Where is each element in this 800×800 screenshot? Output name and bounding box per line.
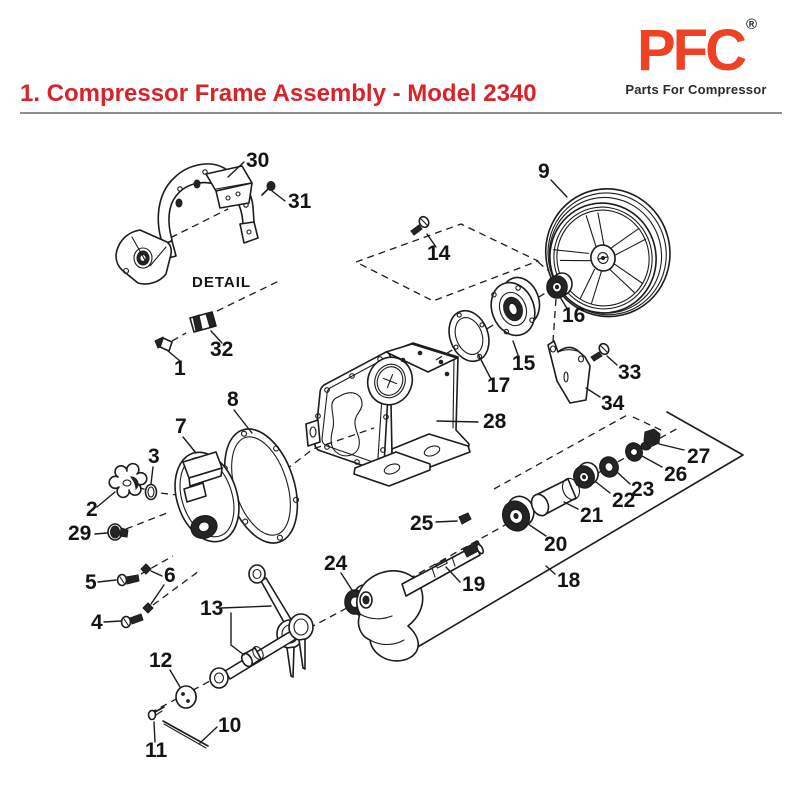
part-labels: 1 2 3 4 5 6 7 8 9 10 11 12 13 14 15 16 1… (68, 149, 710, 762)
part-label-7: 7 (175, 415, 187, 438)
registered-trademark-icon: ® (745, 16, 758, 33)
oil-dipper-rod-10 (162, 720, 209, 749)
fitting-32 (189, 311, 217, 333)
part-label-12: 12 (149, 649, 172, 672)
part-label-24: 24 (324, 552, 348, 575)
part-label-2: 2 (86, 498, 98, 521)
crankshaft-shaft (401, 544, 481, 597)
crankcase-part-28 (305, 342, 471, 487)
screw-4 (120, 613, 144, 629)
part-label-29: 29 (68, 522, 91, 545)
detail-caption: DETAIL (192, 274, 251, 291)
mount-foot-left (353, 451, 431, 487)
part-label-6: 6 (164, 564, 176, 587)
guard-bracket-34 (547, 340, 591, 404)
part-label-10: 10 (218, 714, 241, 737)
part-label-17: 17 (487, 374, 510, 397)
flywheel (544, 187, 671, 318)
belt-guard-detail (115, 163, 276, 285)
o-ring-3 (144, 483, 158, 501)
screw-33 (590, 342, 610, 362)
flywheel-spokes (552, 212, 647, 304)
knob-2 (108, 462, 148, 499)
sight-glass (190, 514, 218, 540)
part-label-27: 27 (687, 445, 710, 468)
screw-14 (410, 215, 430, 236)
part-label-22: 22 (612, 489, 635, 512)
part-label-14: 14 (427, 242, 451, 265)
bearing-20 (501, 495, 535, 532)
pfc-logo-tagline: Parts For Compressor (625, 82, 767, 97)
part-label-21: 21 (580, 504, 604, 527)
part-label-11: 11 (145, 739, 168, 762)
spacer-21 (530, 477, 581, 517)
oil-dipper-blade-b (298, 638, 306, 670)
bearing-flange-15 (490, 276, 541, 337)
bearing-plate-7 (174, 451, 240, 543)
part-label-9: 9 (538, 160, 550, 183)
part-label-30: 30 (246, 149, 269, 172)
pfc-logo: PFC® Parts For Compressor (606, 16, 786, 97)
cylinder-bore (366, 356, 414, 406)
part-label-16: 16 (562, 304, 585, 327)
part-label-26: 26 (664, 463, 687, 486)
bearing-22 (573, 461, 599, 489)
part-label-13: 13 (200, 597, 223, 620)
leader-lines (94, 161, 685, 744)
part-label-8: 8 (227, 388, 239, 411)
part-label-1: 1 (174, 357, 186, 380)
nut-6a (140, 563, 152, 575)
part-label-20: 20 (544, 533, 567, 556)
gasket-17 (448, 309, 490, 363)
woodruff-key-25 (458, 512, 472, 525)
screw-5 (116, 573, 140, 587)
part-label-18: 18 (557, 569, 581, 592)
part-label-32: 32 (210, 338, 233, 361)
plug-1 (154, 336, 173, 352)
connecting-rod-b (209, 613, 314, 689)
page-header: 1. Compressor Frame Assembly - Model 234… (0, 0, 800, 130)
header-divider (20, 112, 782, 114)
part-label-3: 3 (148, 445, 160, 468)
plug-29 (107, 523, 129, 541)
screw-11 (147, 706, 165, 721)
part-label-34: 34 (601, 392, 625, 415)
nut-27 (640, 428, 661, 451)
screw-31 (261, 181, 276, 196)
part-label-23: 23 (631, 478, 654, 501)
crankshaft-19 (356, 540, 484, 662)
part-label-5: 5 (85, 571, 97, 594)
part-label-31: 31 (288, 190, 312, 213)
washer-26 (625, 442, 643, 462)
bearing-16 (546, 272, 573, 299)
wrist-pin-sleeve (240, 645, 264, 668)
pfc-logo-text: PFC (636, 18, 747, 83)
part-label-15: 15 (512, 352, 536, 375)
part-label-25: 25 (410, 512, 434, 535)
disc-12 (175, 685, 197, 709)
mount-plane-outline (354, 223, 540, 302)
page-title: 1. Compressor Frame Assembly - Model 234… (20, 80, 537, 107)
oil-dipper-blade-a (286, 646, 295, 678)
part-label-19: 19 (462, 573, 485, 596)
part-label-33: 33 (618, 361, 641, 384)
nut-6b (142, 602, 154, 614)
seal-washer-23 (599, 456, 619, 478)
part-label-28: 28 (483, 410, 507, 433)
part-label-4: 4 (91, 611, 103, 634)
